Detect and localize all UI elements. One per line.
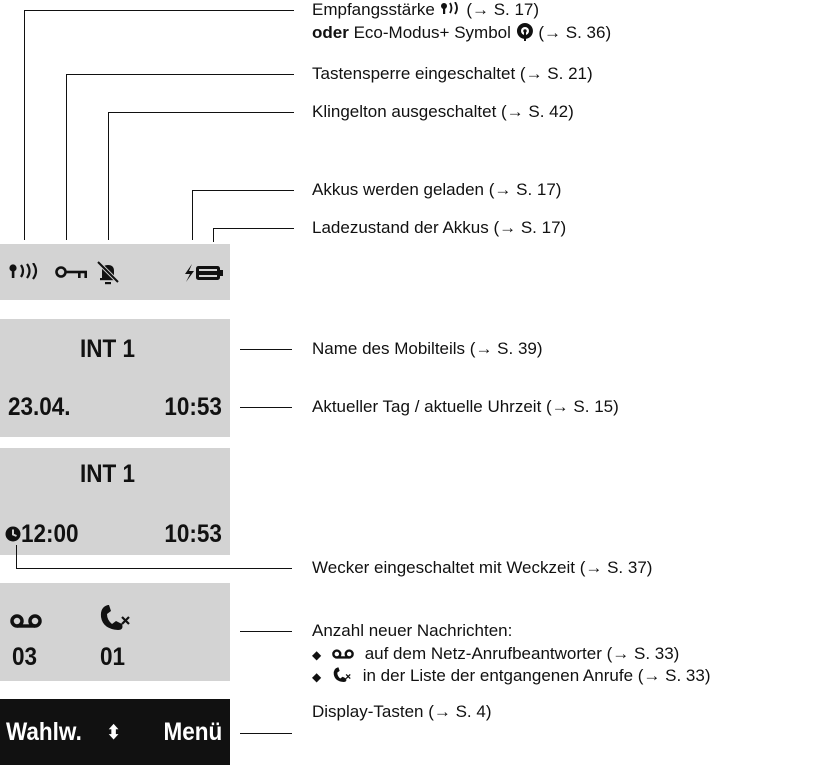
connector-battery bbox=[213, 228, 214, 242]
missed-call-icon bbox=[100, 605, 130, 630]
connector-date-time bbox=[240, 407, 292, 408]
signal-icon bbox=[9, 263, 38, 280]
connector-signal bbox=[24, 10, 25, 240]
connector-alarm-v bbox=[16, 545, 17, 568]
connector-ringer bbox=[108, 112, 109, 240]
alarm-display-panel: INT 1 12:00 10:53 bbox=[0, 448, 230, 555]
voicemail-icon bbox=[10, 614, 42, 628]
annotation-keylock: Tastensperre eingeschaltet (→ S. 21) bbox=[312, 64, 593, 83]
annotation-signal: Empfangsstärke (→ S. 17) bbox=[312, 0, 540, 19]
connector-charging bbox=[192, 190, 193, 240]
missed-count: 01 bbox=[100, 643, 126, 671]
softkey-right[interactable]: Menü bbox=[163, 718, 222, 746]
missed-call-inline-icon bbox=[333, 667, 351, 683]
softkey-arrows-icon[interactable]: ⬍ bbox=[106, 720, 122, 744]
time-display: 10:53 bbox=[164, 393, 222, 421]
annotation-voicemail-item: ◆ auf dem Netz-Anrufbeantworter (→ S. 33… bbox=[312, 644, 680, 663]
connector-signal-h bbox=[24, 10, 294, 11]
messages-display-panel: 03 01 bbox=[0, 583, 230, 681]
connector-charging-h bbox=[192, 190, 294, 191]
annotation-new-messages: Anzahl neuer Nachrichten: bbox=[312, 621, 513, 640]
annotation-display-keys: Display-Tasten (→ S. 4) bbox=[312, 702, 492, 721]
connector-keylock bbox=[66, 74, 67, 240]
idle-display-panel: INT 1 23.04. 10:53 bbox=[0, 319, 230, 437]
handset-name: INT 1 bbox=[80, 335, 136, 363]
battery-icon bbox=[196, 266, 223, 280]
bullet: ◆ bbox=[312, 670, 322, 684]
connector-keylock-h bbox=[66, 74, 294, 75]
alarm-clock-icon bbox=[5, 526, 21, 542]
annotation-ringer-off: Klingelton ausgeschaltet (→ S. 42) bbox=[312, 102, 574, 121]
connector-ringer-h bbox=[108, 112, 294, 113]
connector-display-keys bbox=[240, 733, 292, 734]
bullet: ◆ bbox=[312, 648, 322, 662]
annotation-alarm: Wecker eingeschaltet mit Weckzeit (→ S. … bbox=[312, 558, 653, 577]
annotation-battery-level: Ladezustand der Akkus (→ S. 17) bbox=[312, 218, 567, 237]
date-display: 23.04. bbox=[8, 393, 71, 421]
handset-name-2: INT 1 bbox=[80, 460, 136, 488]
time-display-2: 10:53 bbox=[164, 520, 222, 548]
softkey-left[interactable]: Wahlw. bbox=[6, 718, 82, 746]
voicemail-inline-icon bbox=[332, 649, 354, 659]
connector-alarm-h bbox=[16, 568, 292, 569]
ringer-off-icon bbox=[96, 260, 120, 285]
connector-handset-name bbox=[240, 349, 292, 350]
alarm-time: 12:00 bbox=[21, 520, 79, 548]
annotation-charging: Akkus werden geladen (→ S. 17) bbox=[312, 180, 562, 199]
annotation-eco-mode: oder Eco-Modus+ Symbol (→ S. 36) bbox=[312, 23, 612, 42]
key-lock-icon bbox=[55, 266, 87, 278]
voicemail-count: 03 bbox=[12, 643, 38, 671]
annotation-handset-name: Name des Mobilteils (→ S. 39) bbox=[312, 339, 543, 358]
annotation-date-time: Aktueller Tag / aktuelle Uhrzeit (→ S. 1… bbox=[312, 397, 619, 416]
eco-mode-icon bbox=[516, 23, 533, 41]
connector-battery-h bbox=[213, 228, 294, 229]
charging-icon bbox=[185, 264, 194, 282]
display-keys-bar: Wahlw. ⬍ Menü bbox=[0, 699, 230, 765]
signal-inline-icon bbox=[440, 1, 458, 15]
annotation-missed-item: ◆ in der Liste der entgangenen Anrufe (→… bbox=[312, 666, 711, 685]
connector-messages bbox=[240, 631, 292, 632]
status-bar-panel bbox=[0, 244, 230, 300]
